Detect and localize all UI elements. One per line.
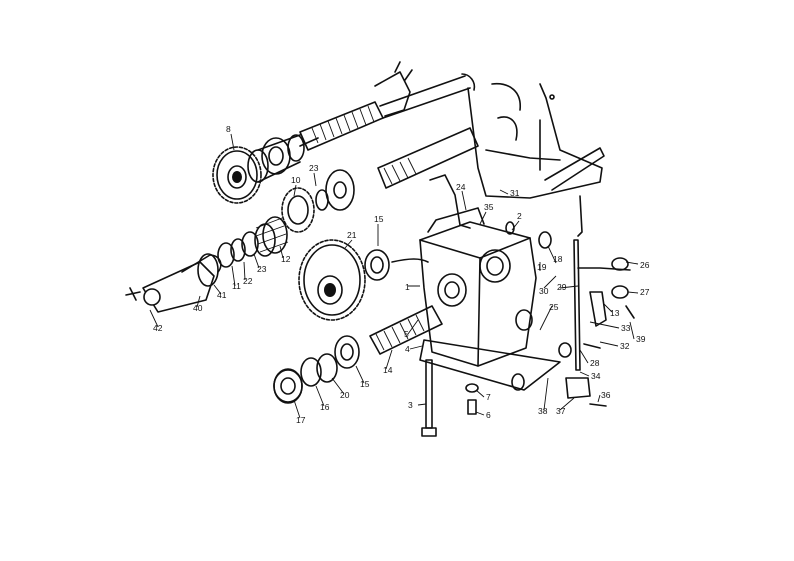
label-4: 4 — [405, 344, 410, 354]
label-32: 32 — [620, 341, 630, 351]
label-26: 26 — [640, 260, 650, 270]
label-15b: 15 — [360, 379, 370, 389]
label-37: 37 — [556, 406, 566, 416]
label-25: 25 — [549, 302, 559, 312]
label-28: 28 — [590, 358, 600, 368]
label-11: 11 — [232, 281, 241, 291]
upper-mainshaft — [299, 61, 476, 151]
label-5: 5 — [404, 329, 409, 339]
upper-housing — [429, 83, 605, 237]
label-41: 41 — [217, 290, 227, 300]
label-1: 1 — [405, 282, 410, 292]
gear-8 — [212, 134, 305, 204]
gear-21 — [298, 239, 429, 321]
label-27: 27 — [640, 287, 650, 297]
countershaft — [281, 127, 479, 233]
label-31: 31 — [510, 188, 520, 198]
lower-shaft-14 — [273, 305, 443, 403]
label-6: 6 — [486, 410, 491, 420]
label-29: 29 — [557, 282, 567, 292]
label-16: 16 — [320, 402, 330, 412]
label-13: 13 — [610, 308, 620, 318]
label-12: 12 — [281, 254, 291, 264]
label-34: 34 — [591, 371, 601, 381]
label-40: 40 — [193, 303, 203, 313]
bolts — [421, 359, 479, 437]
leader-lines — [149, 133, 639, 419]
label-35: 35 — [484, 202, 494, 212]
label-36: 36 — [601, 390, 611, 400]
label-39: 39 — [636, 334, 646, 344]
label-8: 8 — [226, 124, 231, 134]
gear-cluster-12 — [217, 216, 289, 268]
label-19: 19 — [537, 262, 547, 272]
label-38: 38 — [538, 406, 548, 416]
label-14: 14 — [383, 365, 393, 375]
label-33: 33 — [621, 323, 631, 333]
label-24: 24 — [456, 182, 466, 192]
label-17: 17 — [296, 415, 306, 425]
label-7: 7 — [486, 392, 491, 402]
label-10: 10 — [291, 175, 301, 185]
label-42: 42 — [153, 323, 163, 333]
label-3: 3 — [408, 400, 413, 410]
label-18: 18 — [553, 254, 563, 264]
label-21: 21 — [347, 230, 357, 240]
label-15: 15 — [374, 214, 384, 224]
label-23b: 23 — [257, 264, 267, 274]
label-30: 30 — [539, 286, 549, 296]
gearbox-housing — [419, 207, 572, 391]
control-rod — [565, 239, 635, 407]
label-22: 22 — [243, 276, 253, 286]
label-20: 20 — [340, 390, 350, 400]
shift-fork-40 — [125, 253, 222, 313]
seals — [273, 368, 303, 404]
callout-labels: 8 10 23 24 31 35 2 15 21 19 18 26 29 30 … — [153, 124, 650, 425]
label-23: 23 — [309, 163, 319, 173]
label-2: 2 — [517, 211, 522, 221]
